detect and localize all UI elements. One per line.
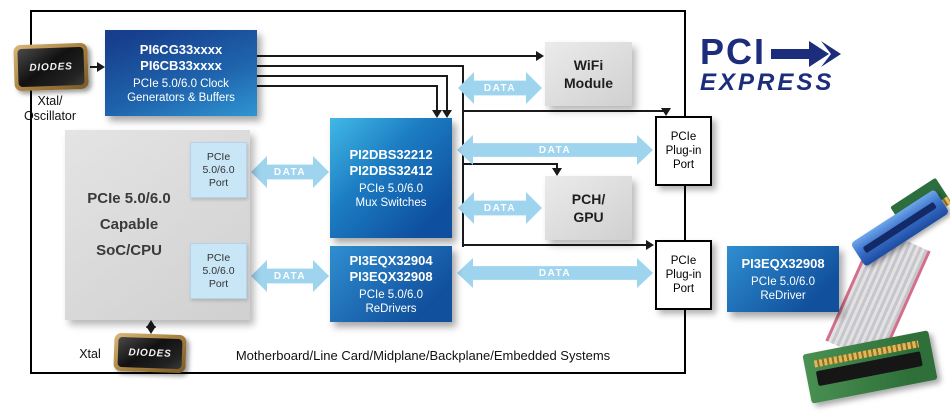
arrowhead-into-soc xyxy=(146,320,156,328)
crystal-face: DIODES xyxy=(117,336,183,370)
diodes-logo: DIODES xyxy=(29,60,73,74)
clock-to-mux-vertical-a xyxy=(446,75,448,112)
plugin-line3: Port xyxy=(672,283,695,295)
xtal-label: Xtal xyxy=(79,347,101,361)
redriver-part-number-2: PI3EQX32908 xyxy=(349,268,433,284)
bus-to-pch-line xyxy=(462,163,558,165)
redrivers-box: PI3EQX32904 PI3EQX32908 PCIe 5.0/6.0 ReD… xyxy=(330,246,452,322)
mux-part-number-2: PI2DBS32412 xyxy=(349,162,433,178)
xtal-to-clock-line xyxy=(90,66,98,68)
express-logo-text: EXPRESS xyxy=(700,69,835,96)
mux-part-number-1: PI2DBS32212 xyxy=(349,146,433,162)
pcie-plugin-port-2: PCIe Plug-in Port xyxy=(655,240,712,310)
arrowhead-into-wifi xyxy=(536,51,544,61)
pci-logo-text: PCI xyxy=(700,31,767,72)
clock-part-number-2: PI6CB33xxxx xyxy=(140,57,222,73)
pch-line1: PCH/ xyxy=(571,191,606,207)
redriver-part-number-1: PI3EQX32904 xyxy=(349,252,433,268)
port-line3: Port xyxy=(208,277,229,290)
clock-bus-line xyxy=(257,65,464,67)
xtal-osc-label-line1: Xtal/ xyxy=(37,94,63,108)
crystal-component-bottom: DIODES xyxy=(113,332,187,374)
data-label: DATA xyxy=(273,270,307,282)
arrowhead-into-clock xyxy=(97,62,105,72)
wifi-line1: WiFi xyxy=(573,57,604,73)
mux-description-1: PCIe 5.0/6.0 xyxy=(359,182,423,195)
soc-label-line1: PCIe 5.0/6.0 xyxy=(87,190,171,207)
mux-switches-box: PI2DBS32212 PI2DBS32412 PCIe 5.0/6.0 Mux… xyxy=(330,118,452,238)
pcie-plugin-port-1: PCIe Plug-in Port xyxy=(655,116,712,186)
clock-to-wifi-line xyxy=(257,55,538,57)
data-label: DATA xyxy=(538,267,572,279)
data-label: DATA xyxy=(483,82,517,94)
external-redriver-desc1: PCIe 5.0/6.0 xyxy=(751,275,815,288)
external-redriver-part: PI3EQX32908 xyxy=(741,255,825,271)
soc-pcie-port-2: PCIe 5.0/6.0 Port xyxy=(190,243,247,299)
soc-cpu-label: PCIe 5.0/6.0 Capable SoC/CPU xyxy=(68,186,190,264)
redriver-description-2: ReDrivers xyxy=(365,302,417,315)
riser-bottom-board xyxy=(802,330,938,404)
port-line2: 5.0/6.0 xyxy=(202,264,235,277)
clock-description-1: PCIe 5.0/6.0 Clock xyxy=(133,77,229,90)
soc-pcie-port-1: PCIe 5.0/6.0 Port xyxy=(190,142,247,198)
data-label: DATA xyxy=(273,166,307,178)
soc-label-line3: SoC/CPU xyxy=(96,242,162,259)
clock-to-mux-vertical-b xyxy=(436,85,438,112)
arrowhead-into-mux-b xyxy=(432,110,442,118)
port-line1: PCIe xyxy=(206,251,231,264)
wifi-module-box: WiFi Module xyxy=(545,42,632,106)
port-line3: Port xyxy=(208,176,229,189)
mux-description-2: Mux Switches xyxy=(355,196,427,209)
pci-express-logo: PCI EXPRESS xyxy=(700,34,849,95)
external-redriver-desc2: ReDriver xyxy=(760,289,806,302)
plugin-line3: Port xyxy=(672,159,695,171)
plugin-line2: Plug-in xyxy=(665,269,702,281)
redriver-description-1: PCIe 5.0/6.0 xyxy=(359,288,423,301)
diagram-caption: Motherboard/Line Card/Midplane/Backplane… xyxy=(235,348,611,363)
xtal-osc-label-line2: Oscillator xyxy=(23,109,77,123)
crystal-oscillator-component: DIODES xyxy=(13,42,89,92)
bus-to-pch-stub xyxy=(556,163,558,170)
arrowhead-into-mux-a xyxy=(442,110,452,118)
port-line1: PCIe xyxy=(206,150,231,163)
clock-to-mux-line-a xyxy=(257,75,448,77)
pch-gpu-box: PCH/ GPU xyxy=(545,176,632,240)
port-line2: 5.0/6.0 xyxy=(202,163,235,176)
bus-to-plugin1-line xyxy=(462,110,668,112)
crystal-face: DIODES xyxy=(17,46,85,88)
clock-bus-vertical xyxy=(462,65,464,247)
soc-label-line2: Capable xyxy=(99,216,159,233)
plugin-line2: Plug-in xyxy=(665,145,702,157)
bus-to-plugin2-line xyxy=(462,244,648,246)
plugin-line1: PCIe xyxy=(670,131,697,143)
xtal-oscillator-label: Xtal/ Oscillator xyxy=(2,94,98,124)
clock-description-2: Generators & Buffers xyxy=(127,91,235,104)
data-label: DATA xyxy=(538,144,572,156)
clock-to-mux-line-b xyxy=(257,85,438,87)
pch-line2: GPU xyxy=(573,209,604,225)
diodes-logo: DIODES xyxy=(128,346,172,360)
arrowhead-into-xtal xyxy=(146,326,156,334)
external-redriver-box: PI3EQX32908 PCIe 5.0/6.0 ReDriver xyxy=(727,246,839,312)
wifi-line2: Module xyxy=(564,75,613,91)
arrowhead-into-plugin2 xyxy=(646,240,654,250)
data-label: DATA xyxy=(483,202,517,214)
pci-logo-arrow-icon xyxy=(771,40,842,67)
arrowhead-into-plugin1 xyxy=(661,108,671,116)
pci-logo-row: PCI xyxy=(700,34,849,70)
arrowhead-into-pch xyxy=(552,168,562,176)
plugin-line1: PCIe xyxy=(670,255,697,267)
clock-generator-box: PI6CG33xxxx PI6CB33xxxx PCIe 5.0/6.0 Clo… xyxy=(105,30,257,116)
clock-part-number-1: PI6CG33xxxx xyxy=(139,41,223,57)
